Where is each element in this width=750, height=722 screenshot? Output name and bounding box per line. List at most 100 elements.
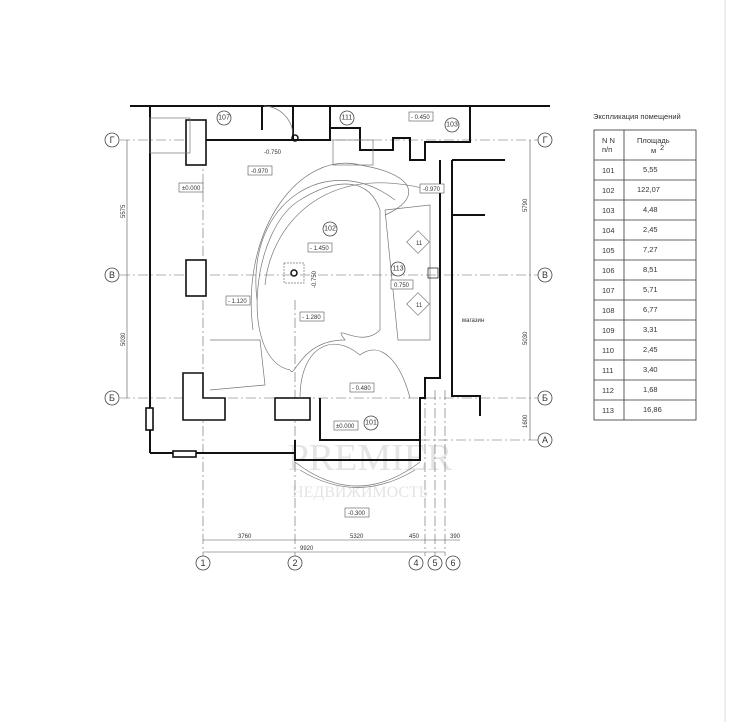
room-area: 8,51 [643,265,658,274]
table-row: 108 6,77 [594,299,696,315]
room-area: 4,48 [643,205,658,214]
svg-text:Г: Г [110,135,115,145]
shop-label: магазин [462,318,484,324]
dimensions: 3760 5320 450 390 9920 5575 5030 5790 50… [121,140,531,553]
svg-text:-0.750: -0.750 [264,150,282,156]
watermark: PREMIER НЕДВИЖИМОСТЬ [288,437,453,501]
room-number: 110 [602,346,614,355]
svg-text:107: 107 [218,115,230,122]
table-row: 111 3,40 [594,359,696,375]
room-schedule-table: Экспликация помещений N N п/п Площадь м … [593,112,697,421]
room-number: 104 [602,226,615,235]
svg-text:- 1.120: - 1.120 [228,299,247,305]
svg-text:- 1.280: - 1.280 [302,315,321,321]
room-area: 3,40 [643,365,658,374]
interior-lines [149,105,439,399]
svg-text:- 0.480: - 0.480 [352,386,371,392]
svg-text:5030: 5030 [121,332,127,346]
room-number: 106 [602,266,615,275]
room-numbers: 107 111 103 102 113 101 магазин 11 11 [216,110,484,431]
svg-text:- 0.450: - 0.450 [411,115,430,121]
room-number: 107 [602,286,615,295]
svg-text:-0.970: -0.970 [423,187,441,193]
svg-text:5320: 5320 [350,534,364,540]
svg-text:-0.970: -0.970 [251,169,269,175]
table-row: 104 2,45 [594,219,696,235]
room-area: 3,31 [643,325,658,334]
svg-text:101: 101 [365,420,377,427]
svg-text:Б: Б [542,393,548,403]
svg-text:А: А [542,435,548,445]
room-area: 2,45 [643,345,658,354]
svg-text:- 1.450: - 1.450 [310,246,329,252]
room-number: 108 [602,306,615,315]
svg-text:103: 103 [446,122,458,129]
svg-text:9920: 9920 [300,546,314,552]
svg-text:0.750: 0.750 [394,283,410,289]
svg-text:5790: 5790 [523,198,529,212]
room-number: 111 [602,366,613,375]
table-row: 113 16,86 [594,399,696,415]
svg-text:Б: Б [109,393,115,403]
table-row: 106 8,51 [594,259,696,275]
svg-text:113: 113 [392,266,403,273]
room-area: 5,71 [643,285,658,294]
svg-text:В: В [542,270,548,280]
svg-text:В: В [109,270,115,280]
walls [130,105,550,488]
svg-text:-0.300: -0.300 [348,511,366,517]
room-number: 102 [602,186,615,195]
axis-markers: Г Г В В Б Б А 1 2 4 5 6 [104,132,553,571]
svg-text:2: 2 [292,558,297,568]
room-number: 105 [602,246,615,255]
svg-text:390: 390 [450,534,461,540]
svg-text:Площадь: Площадь [637,136,670,145]
room-area: 16,86 [643,405,662,414]
svg-text:111: 111 [342,115,353,122]
table-row: 112 1,68 [594,379,696,395]
svg-text:Г: Г [543,135,548,145]
room-area: 6,77 [643,305,658,314]
svg-text:6: 6 [450,558,455,568]
svg-text:НЕДВИЖИМОСТЬ: НЕДВИЖИМОСТЬ [292,484,428,501]
svg-text:5575: 5575 [121,204,127,218]
room-number: 103 [602,206,615,215]
svg-text:1: 1 [200,558,205,568]
svg-text:2: 2 [660,143,664,152]
svg-text:4: 4 [413,558,418,568]
table-row: 103 4,48 [594,199,696,215]
svg-text:N N: N N [602,136,615,145]
grid-axes [120,120,538,556]
svg-text:1600: 1600 [523,414,529,428]
room-number: 101 [602,166,615,175]
room-area: 2,45 [643,225,658,234]
room-area: 5,55 [643,165,658,174]
svg-text:-0.750: -0.750 [312,270,318,288]
svg-text:450: 450 [409,534,420,540]
svg-text:102: 102 [324,226,336,233]
table-row: 101 5,55 [602,165,658,175]
svg-text:11: 11 [416,241,423,247]
svg-text:±0.000: ±0.000 [336,424,355,430]
room-area: 7,27 [643,245,658,254]
table-title: Экспликация помещений [593,112,681,121]
svg-text:PREMIER: PREMIER [288,437,453,479]
svg-text:5: 5 [432,558,437,568]
level-marks: -0.970 ±0.000 -0.970 - 1.450 -0.750 0.75… [178,111,445,518]
svg-text:±0.000: ±0.000 [182,186,201,192]
svg-text:3760: 3760 [238,534,252,540]
cafe-tables [406,230,439,316]
table-row: 102 122,07 [594,179,696,195]
svg-text:11: 11 [416,303,423,309]
svg-text:м: м [651,146,656,155]
table-row: 107 5,71 [594,279,696,295]
room-number: 112 [602,386,614,395]
room-number: 113 [602,406,614,415]
room-area: 122,07 [637,185,660,194]
svg-text:п/п: п/п [602,145,612,154]
room-area: 1,68 [643,385,658,394]
table-row: 110 2,45 [594,339,696,355]
svg-text:5030: 5030 [523,331,529,345]
